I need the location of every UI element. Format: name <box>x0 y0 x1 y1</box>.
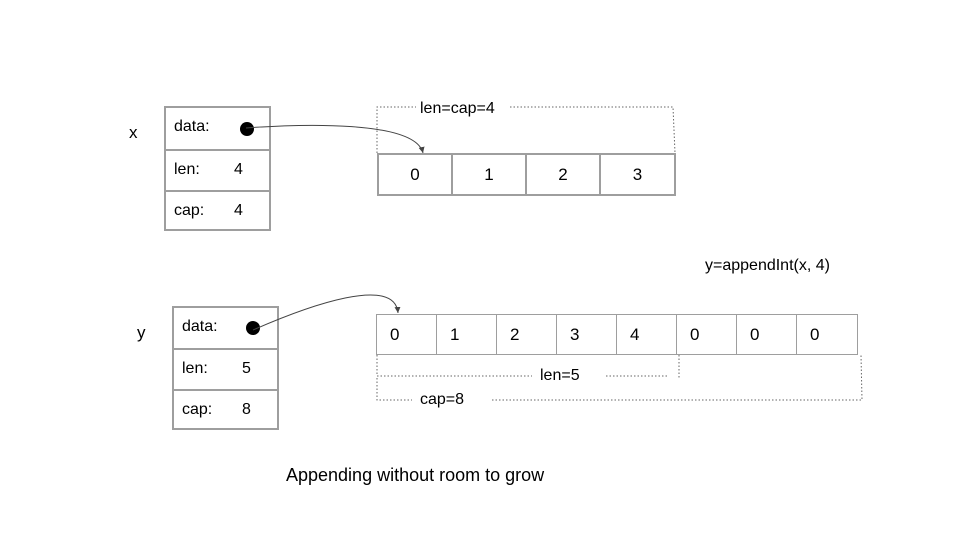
x-pointer-dot <box>240 122 254 136</box>
y-cap-label: cap: <box>182 401 213 418</box>
var-y-label: y <box>137 323 146 342</box>
x-cap-label: cap: <box>174 202 205 219</box>
y-len-bracket <box>376 355 680 378</box>
y-len-label: len: <box>182 360 208 377</box>
x-len-cap-bracket <box>376 106 676 154</box>
y-data-label: data: <box>182 318 218 335</box>
y-cap-bracket <box>376 354 863 401</box>
x-len-value: 4 <box>234 161 243 178</box>
var-x-label: x <box>129 123 138 142</box>
x-cap-field: cap: 4 <box>166 190 269 231</box>
x-array-cell: 3 <box>599 153 676 196</box>
y-len-field: len: 5 <box>174 348 277 389</box>
x-pointer-arrow <box>245 124 425 154</box>
x-len-field: len: 4 <box>166 149 269 190</box>
y-cap-field: cap: 8 <box>174 389 277 430</box>
y-len-label-text: len=5 <box>536 367 584 385</box>
x-data-field: data: <box>166 108 269 149</box>
y-cap-value: 8 <box>242 401 251 418</box>
y-slice-header: data: len: 5 cap: 8 <box>172 306 279 430</box>
operation-label: y=appendInt(x, 4) <box>705 257 830 274</box>
x-cap-value: 4 <box>234 202 243 219</box>
y-array-cell: 0 <box>796 314 858 355</box>
y-cap-label-text: cap=8 <box>416 391 469 409</box>
diagram-caption: Appending without room to grow <box>286 465 545 485</box>
x-data-label: data: <box>174 118 210 135</box>
x-backing-array: 0 1 2 3 <box>377 153 676 196</box>
y-pointer-arrow <box>252 294 401 331</box>
x-len-cap-label: len=cap=4 <box>416 100 499 118</box>
x-len-label: len: <box>174 161 200 178</box>
y-backing-array: 0 1 2 3 4 0 0 0 <box>376 314 862 355</box>
y-pointer-dot <box>246 321 260 335</box>
y-data-field: data: <box>174 308 277 348</box>
y-len-value: 5 <box>242 360 251 377</box>
x-slice-header: data: len: 4 cap: 4 <box>164 106 271 231</box>
